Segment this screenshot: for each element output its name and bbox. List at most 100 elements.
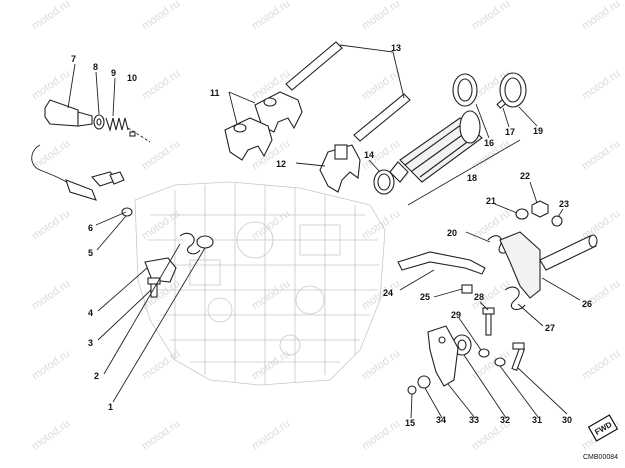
label-part-25: 25 [420, 292, 430, 302]
label-part-9: 9 [111, 68, 116, 78]
label-part-13: 13 [391, 43, 401, 53]
watermark-text: motod.ru [250, 0, 292, 32]
label-part-22: 22 [520, 171, 530, 181]
watermark-text: motod.ru [360, 418, 402, 453]
part-29-washer [478, 348, 490, 358]
watermark-text: motod.ru [580, 0, 622, 32]
part-27-spring [504, 286, 526, 311]
watermark-layer: motod.ru motod.ru motod.ru motod.ru motod.ru… [30, 0, 622, 452]
label-part-10: 10 [127, 73, 137, 83]
label-part-3: 3 [88, 338, 93, 348]
label-part-17: 17 [505, 127, 515, 137]
watermark-text: motod.ru [580, 138, 622, 173]
label-part-11: 11 [210, 88, 220, 98]
label-part-28: 28 [474, 292, 484, 302]
watermark-text: motod.ru [140, 348, 182, 383]
label-part-4: 4 [88, 308, 93, 318]
part-2-spring [179, 232, 201, 255]
label-part-19: 19 [533, 126, 543, 136]
part-15-washer [407, 385, 417, 395]
watermark-text: motod.ru [360, 208, 402, 243]
label-part-24: 24 [383, 288, 393, 298]
part-8-washer [93, 114, 105, 130]
part-labels: 1 2 3 4 5 6 7 8 9 10 11 12 13 14 15 16 1… [71, 43, 592, 428]
label-part-26: 26 [582, 299, 592, 309]
watermark-text: motod.ru [360, 68, 402, 103]
part-12-shift-fork [319, 144, 361, 193]
watermark-text: motod.ru [580, 348, 622, 383]
part-14-o-ring [373, 169, 395, 195]
watermark-text: motod.ru [360, 348, 402, 383]
watermark-text: motod.ru [580, 68, 622, 103]
watermark-text: motod.ru [470, 0, 512, 32]
part-13-fork-shaft-upper [285, 41, 343, 91]
part-34-washer [417, 375, 431, 389]
part-16-o-ring [452, 73, 478, 107]
part-24-shift-rod [397, 251, 486, 275]
callout-leaders [67, 44, 581, 419]
label-part-7: 7 [71, 54, 76, 64]
drawing-code: CMB00084 [583, 454, 618, 461]
label-part-6: 6 [88, 223, 93, 233]
watermark-text: motod.ru [30, 278, 72, 313]
part-18-shift-drum [389, 110, 483, 183]
label-part-18: 18 [467, 173, 477, 183]
label-part-27: 27 [545, 323, 555, 333]
part-30-bolt [511, 342, 525, 372]
watermark-text: motod.ru [140, 138, 182, 173]
engine-block-outline [134, 181, 386, 386]
part-31-washer [494, 357, 506, 367]
watermark-text: motod.ru [140, 418, 182, 453]
watermark-text: motod.ru [30, 208, 72, 243]
label-part-14: 14 [364, 150, 374, 160]
part-25-pin [461, 284, 473, 294]
part-13-fork-shaft-lower [353, 93, 411, 142]
label-part-31: 31 [532, 415, 542, 425]
watermark-text: motod.ru [30, 0, 72, 32]
part-1-stopper [196, 235, 214, 249]
part-28-bolt [482, 307, 495, 336]
label-part-32: 32 [500, 415, 510, 425]
label-part-33: 33 [469, 415, 479, 425]
watermark-text: motod.ru [30, 138, 72, 173]
label-part-1: 1 [108, 402, 113, 412]
label-part-30: 30 [562, 415, 572, 425]
watermark-text: motod.ru [30, 418, 72, 453]
label-part-12: 12 [276, 159, 286, 169]
fwd-indicator: FWD [587, 414, 619, 442]
part-10-pin [129, 131, 136, 137]
watermark-text: motod.ru [30, 68, 72, 103]
label-part-15: 15 [405, 418, 415, 428]
part-33-stopper-lever [427, 325, 459, 387]
watermark-text: motod.ru [250, 348, 292, 383]
label-part-23: 23 [559, 199, 569, 209]
part-19-o-ring [499, 72, 527, 108]
watermark-text: motod.ru [470, 348, 512, 383]
watermark-text: motod.ru [140, 208, 182, 243]
label-part-21: 21 [486, 196, 496, 206]
watermark-text: motod.ru [250, 418, 292, 453]
label-part-8: 8 [93, 62, 98, 72]
label-part-29: 29 [451, 310, 461, 320]
part-23-washer [551, 215, 563, 227]
watermark-text: motod.ru [140, 0, 182, 32]
watermark-text: motod.ru [30, 348, 72, 383]
part-5-washer [121, 207, 133, 217]
part-6-neutral-switch-wire [31, 144, 125, 201]
watermark-text: motod.ru [360, 0, 402, 32]
label-part-34: 34 [436, 415, 446, 425]
label-part-2: 2 [94, 371, 99, 381]
watermark-text: motod.ru [250, 278, 292, 313]
part-11-shift-fork-lower [224, 117, 273, 161]
part-21-washer [515, 208, 529, 220]
part-7-shift-lever-bolt [44, 99, 93, 127]
label-part-5: 5 [88, 248, 93, 258]
watermark-text: motod.ru [250, 208, 292, 243]
label-part-16: 16 [484, 138, 494, 148]
part-9-spring [105, 117, 129, 132]
label-part-20: 20 [447, 228, 457, 238]
part-3-bolt [147, 277, 161, 298]
watermark-text: motod.ru [140, 68, 182, 103]
part-22-nut [531, 200, 549, 218]
